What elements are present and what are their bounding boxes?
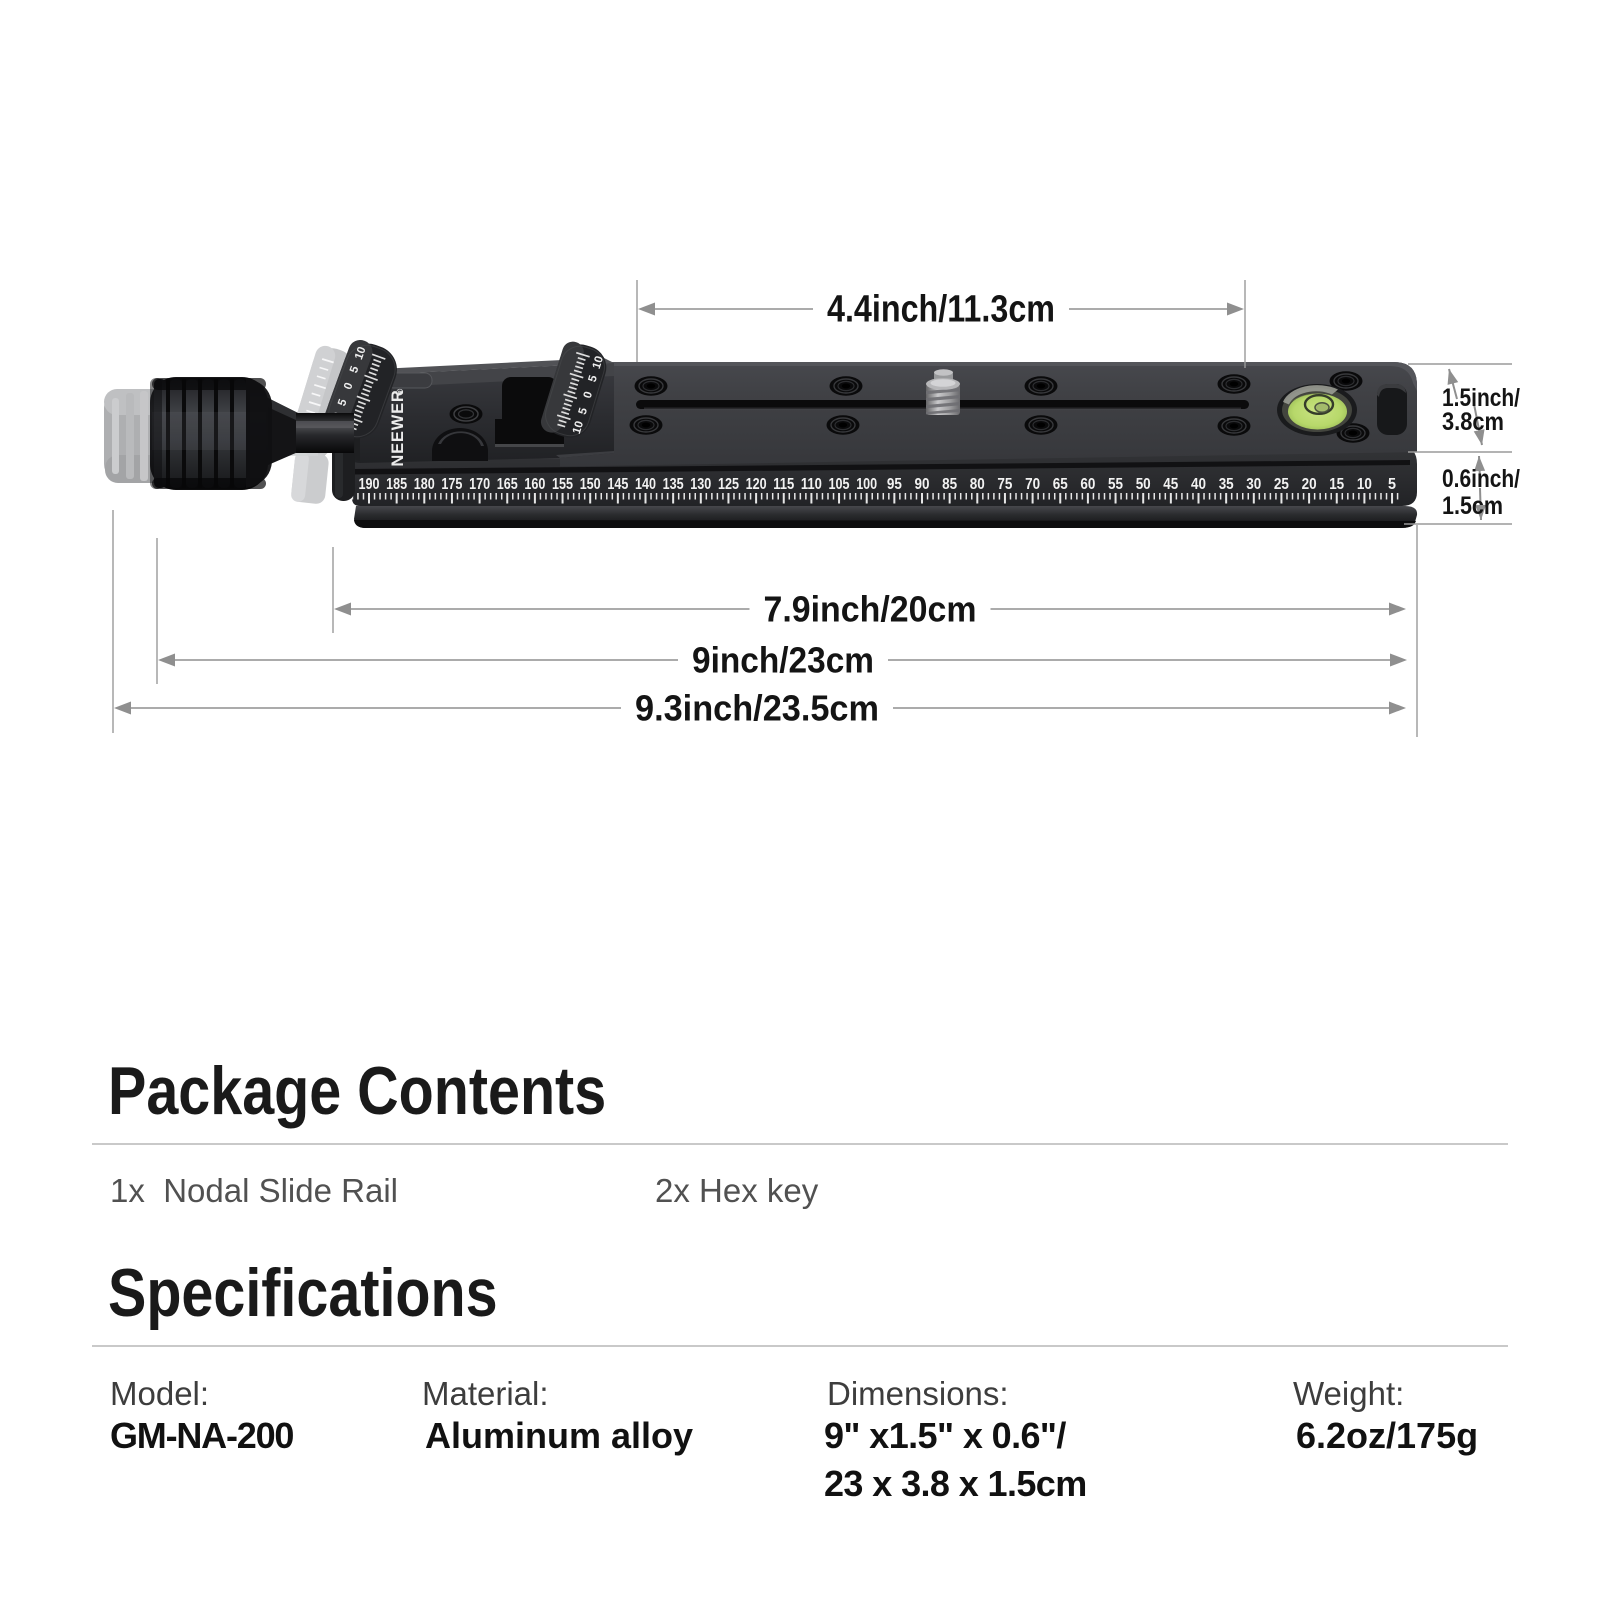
svg-text:0: 0	[342, 381, 355, 391]
svg-text:5: 5	[1388, 476, 1396, 493]
svg-text:75: 75	[997, 476, 1012, 493]
svg-text:155: 155	[552, 476, 573, 493]
svg-text:5: 5	[587, 373, 601, 383]
svg-text:10: 10	[571, 420, 586, 436]
svg-text:50: 50	[1136, 476, 1151, 493]
svg-text:7.9inch/20cm: 7.9inch/20cm	[764, 589, 977, 630]
svg-text:110: 110	[801, 476, 822, 493]
svg-text:170: 170	[469, 476, 490, 493]
svg-text:5: 5	[348, 364, 362, 375]
svg-text:3.8cm: 3.8cm	[1442, 408, 1504, 436]
svg-text:25: 25	[1274, 476, 1289, 493]
svg-text:4.4inch/11.3cm: 4.4inch/11.3cm	[827, 289, 1055, 331]
svg-text:165: 165	[497, 476, 518, 493]
svg-text:140: 140	[635, 476, 656, 493]
svg-text:160: 160	[524, 476, 545, 493]
svg-text:100: 100	[856, 476, 877, 493]
svg-text:9.3inch/23.5cm: 9.3inch/23.5cm	[635, 688, 879, 729]
svg-text:65: 65	[1053, 476, 1068, 493]
svg-text:®: ®	[395, 388, 405, 395]
svg-text:1.5inch/: 1.5inch/	[1442, 384, 1520, 412]
svg-text:10: 10	[591, 355, 606, 371]
svg-text:10: 10	[353, 345, 369, 361]
svg-text:95: 95	[887, 476, 902, 493]
svg-text:40: 40	[1191, 476, 1206, 493]
svg-text:175: 175	[441, 476, 462, 493]
svg-text:NEEWER: NEEWER	[389, 389, 407, 466]
svg-text:9inch/23cm: 9inch/23cm	[692, 640, 874, 681]
svg-text:15: 15	[1329, 476, 1344, 493]
svg-text:0: 0	[582, 390, 595, 400]
svg-text:20: 20	[1302, 476, 1317, 493]
svg-text:0.6inch/: 0.6inch/	[1442, 465, 1520, 493]
svg-text:5: 5	[336, 397, 350, 408]
svg-text:125: 125	[718, 476, 739, 493]
svg-text:135: 135	[663, 476, 684, 493]
svg-text:90: 90	[915, 476, 930, 493]
svg-text:1.5cm: 1.5cm	[1442, 492, 1503, 520]
svg-text:80: 80	[970, 476, 985, 493]
svg-text:145: 145	[607, 476, 628, 493]
svg-text:115: 115	[773, 476, 794, 493]
svg-text:190: 190	[359, 476, 380, 493]
svg-text:185: 185	[386, 476, 407, 493]
svg-text:180: 180	[414, 476, 435, 493]
svg-text:130: 130	[690, 476, 711, 493]
svg-text:105: 105	[829, 476, 850, 493]
svg-text:55: 55	[1108, 476, 1123, 493]
svg-text:70: 70	[1025, 476, 1040, 493]
svg-text:150: 150	[580, 476, 601, 493]
svg-text:60: 60	[1080, 476, 1095, 493]
svg-text:5: 5	[577, 406, 591, 416]
svg-text:30: 30	[1246, 476, 1261, 493]
svg-text:120: 120	[746, 476, 767, 493]
svg-text:85: 85	[942, 476, 957, 493]
svg-text:35: 35	[1219, 476, 1234, 493]
svg-text:45: 45	[1163, 476, 1178, 493]
svg-text:10: 10	[1357, 476, 1372, 493]
